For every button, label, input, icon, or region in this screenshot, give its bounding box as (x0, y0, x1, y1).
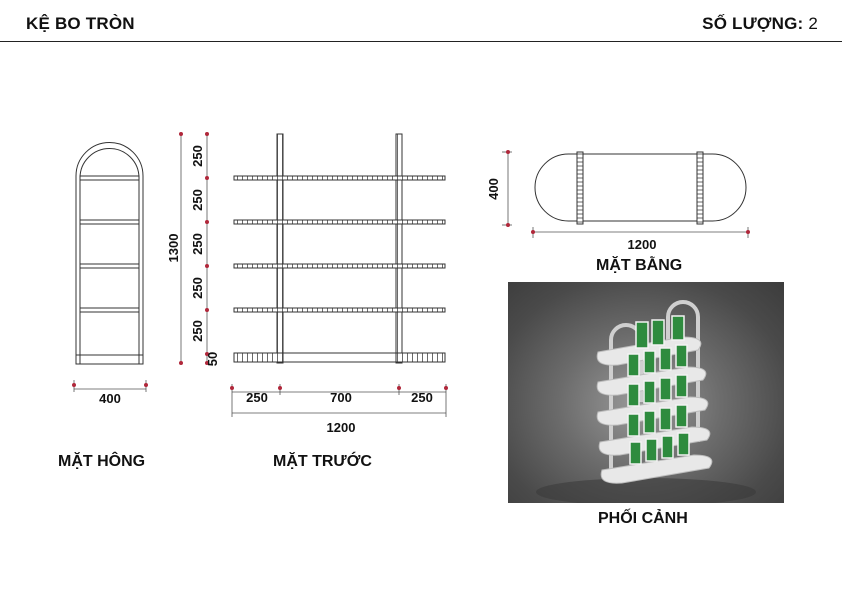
front-view-dim-points (230, 386, 448, 390)
shelf-render-graphic (536, 300, 756, 506)
side-spacing-5: 250 (190, 320, 205, 342)
quantity-value: 2 (808, 14, 818, 33)
side-view-label: MẶT HÔNG (58, 453, 146, 470)
side-spacing-3: 250 (190, 233, 205, 255)
side-spacing-1: 250 (190, 145, 205, 167)
front-dim-right: 250 (411, 390, 433, 405)
front-view (233, 133, 446, 364)
top-depth-label: 400 (486, 178, 501, 200)
side-spacing-6: 50 (205, 352, 220, 366)
top-view-label: MẶT BẰNG (596, 257, 683, 274)
drawing-title: KỆ BO TRÒN (26, 14, 135, 33)
side-spacing-2: 250 (190, 189, 205, 211)
top-view-dim-points (506, 150, 750, 234)
top-length-label: 1200 (628, 237, 657, 252)
front-dim-middle: 700 (330, 390, 352, 405)
perspective-render (508, 282, 784, 506)
quantity-label: SỐ LƯỢNG: (702, 14, 804, 33)
quantity: SỐ LƯỢNG: 2 (702, 14, 818, 34)
side-spacing-4: 250 (190, 277, 205, 299)
side-width-label: 400 (99, 391, 121, 406)
perspective-label: PHỐI CẢNH (598, 510, 688, 527)
side-height-label: 1300 (166, 234, 181, 263)
side-view (75, 142, 144, 365)
front-total-label: 1200 (327, 420, 356, 435)
front-view-label: MẶT TRƯỚC (273, 453, 372, 470)
header-divider (0, 41, 842, 42)
top-view (534, 151, 747, 225)
front-dim-left: 250 (246, 390, 268, 405)
top-view-dimensions (502, 151, 749, 238)
side-view-dim-points (72, 132, 209, 387)
side-view-dimensions (73, 134, 208, 392)
